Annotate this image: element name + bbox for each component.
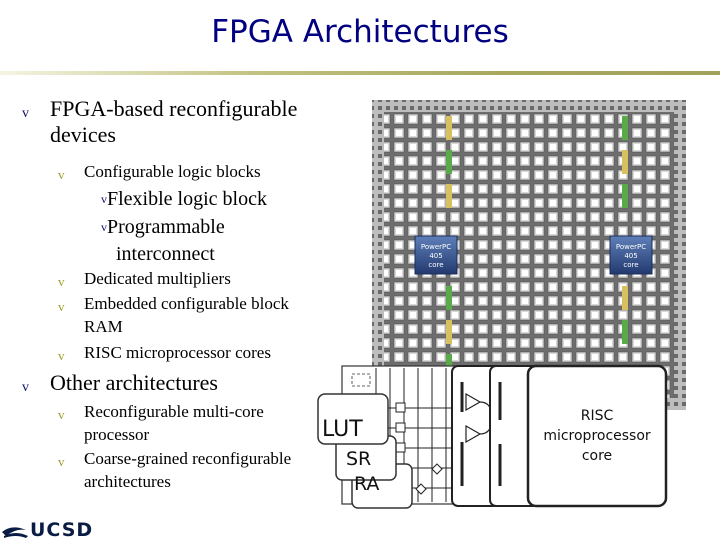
block-ram-cell xyxy=(622,286,628,310)
bullet-marker: v xyxy=(101,192,107,206)
risc-label: microprocessor xyxy=(543,428,651,444)
bullet-dedicated-multipliers: v Dedicated multipliers xyxy=(58,267,318,290)
bullet-risc-cores: v RISC microprocessor cores xyxy=(58,341,330,364)
switch-box xyxy=(395,442,406,453)
risc-label: RISC xyxy=(581,408,614,424)
slide-title: FPGA Architectures xyxy=(211,14,509,50)
bullet-marker: v xyxy=(58,348,65,363)
mux-symbol xyxy=(465,424,482,444)
bullet-coarse-grained: v Coarse-grained reconfigurable architec… xyxy=(58,449,292,491)
bullet-marker: v xyxy=(101,220,107,234)
ra-label: RA xyxy=(354,473,379,495)
bullet-marker: v xyxy=(58,274,65,289)
ucsd-logo: UCSD xyxy=(30,519,94,541)
logic-block-cards: LUT SR RA xyxy=(317,393,413,509)
multiplier-cell xyxy=(446,286,452,310)
switch-box xyxy=(395,422,406,433)
powerpc-label: 405 xyxy=(429,252,442,260)
block-ram-cell xyxy=(446,320,452,344)
multiplier-cell xyxy=(446,150,452,174)
block-ram-cell xyxy=(446,184,452,208)
mux-symbol xyxy=(465,392,482,412)
powerpc-core-left: PowerPC 405 core xyxy=(414,235,458,275)
switch-box xyxy=(395,402,406,413)
powerpc-label: PowerPC xyxy=(421,243,451,251)
lut-label: LUT xyxy=(322,417,363,442)
bullet-configurable-logic-blocks: v Configurable logic blocks xyxy=(58,160,318,183)
fpga-architecture-figure: PowerPC 405 core PowerPC 405 core LUT xyxy=(317,100,686,509)
multiplier-cell xyxy=(622,320,628,344)
ucsd-logo-mark xyxy=(2,527,28,538)
bullet-marker: v xyxy=(22,380,29,395)
powerpc-core-right: PowerPC 405 core xyxy=(609,235,653,275)
bullet-marker: v xyxy=(58,407,65,422)
risc-label: core xyxy=(582,448,612,464)
risc-core-card xyxy=(526,364,668,508)
bullet-flexible-logic-block: vFlexible logic block xyxy=(101,188,267,210)
bullet-fpga-based: v FPGA-based reconfigurable devices xyxy=(22,96,298,147)
title-divider xyxy=(0,71,720,75)
bullet-marker: v xyxy=(58,167,65,182)
powerpc-label: 405 xyxy=(624,252,637,260)
multicore-panels: RISC microprocessor core xyxy=(451,364,668,508)
multiplier-cell xyxy=(622,116,628,140)
powerpc-label: core xyxy=(623,261,638,269)
powerpc-label: core xyxy=(428,261,443,269)
block-ram-cell xyxy=(446,116,452,140)
bullet-programmable-interconnect: vProgrammable interconnect xyxy=(101,216,225,265)
bullet-embedded-block-ram: v Embedded configurable block RAM xyxy=(58,294,289,336)
bullet-other-architectures: v Other architectures xyxy=(22,370,312,396)
bullet-marker: v xyxy=(22,106,29,121)
block-ram-cell xyxy=(622,150,628,174)
switch-box xyxy=(415,483,427,495)
bullet-marker: v xyxy=(58,299,65,314)
bullet-multi-core-processor: v Reconfigurable multi-core processor xyxy=(58,402,264,444)
powerpc-label: PowerPC xyxy=(616,243,646,251)
switch-box xyxy=(431,463,443,475)
multiplier-cell xyxy=(622,184,628,208)
sr-label: SR xyxy=(346,448,371,470)
bullet-marker: v xyxy=(58,454,65,469)
